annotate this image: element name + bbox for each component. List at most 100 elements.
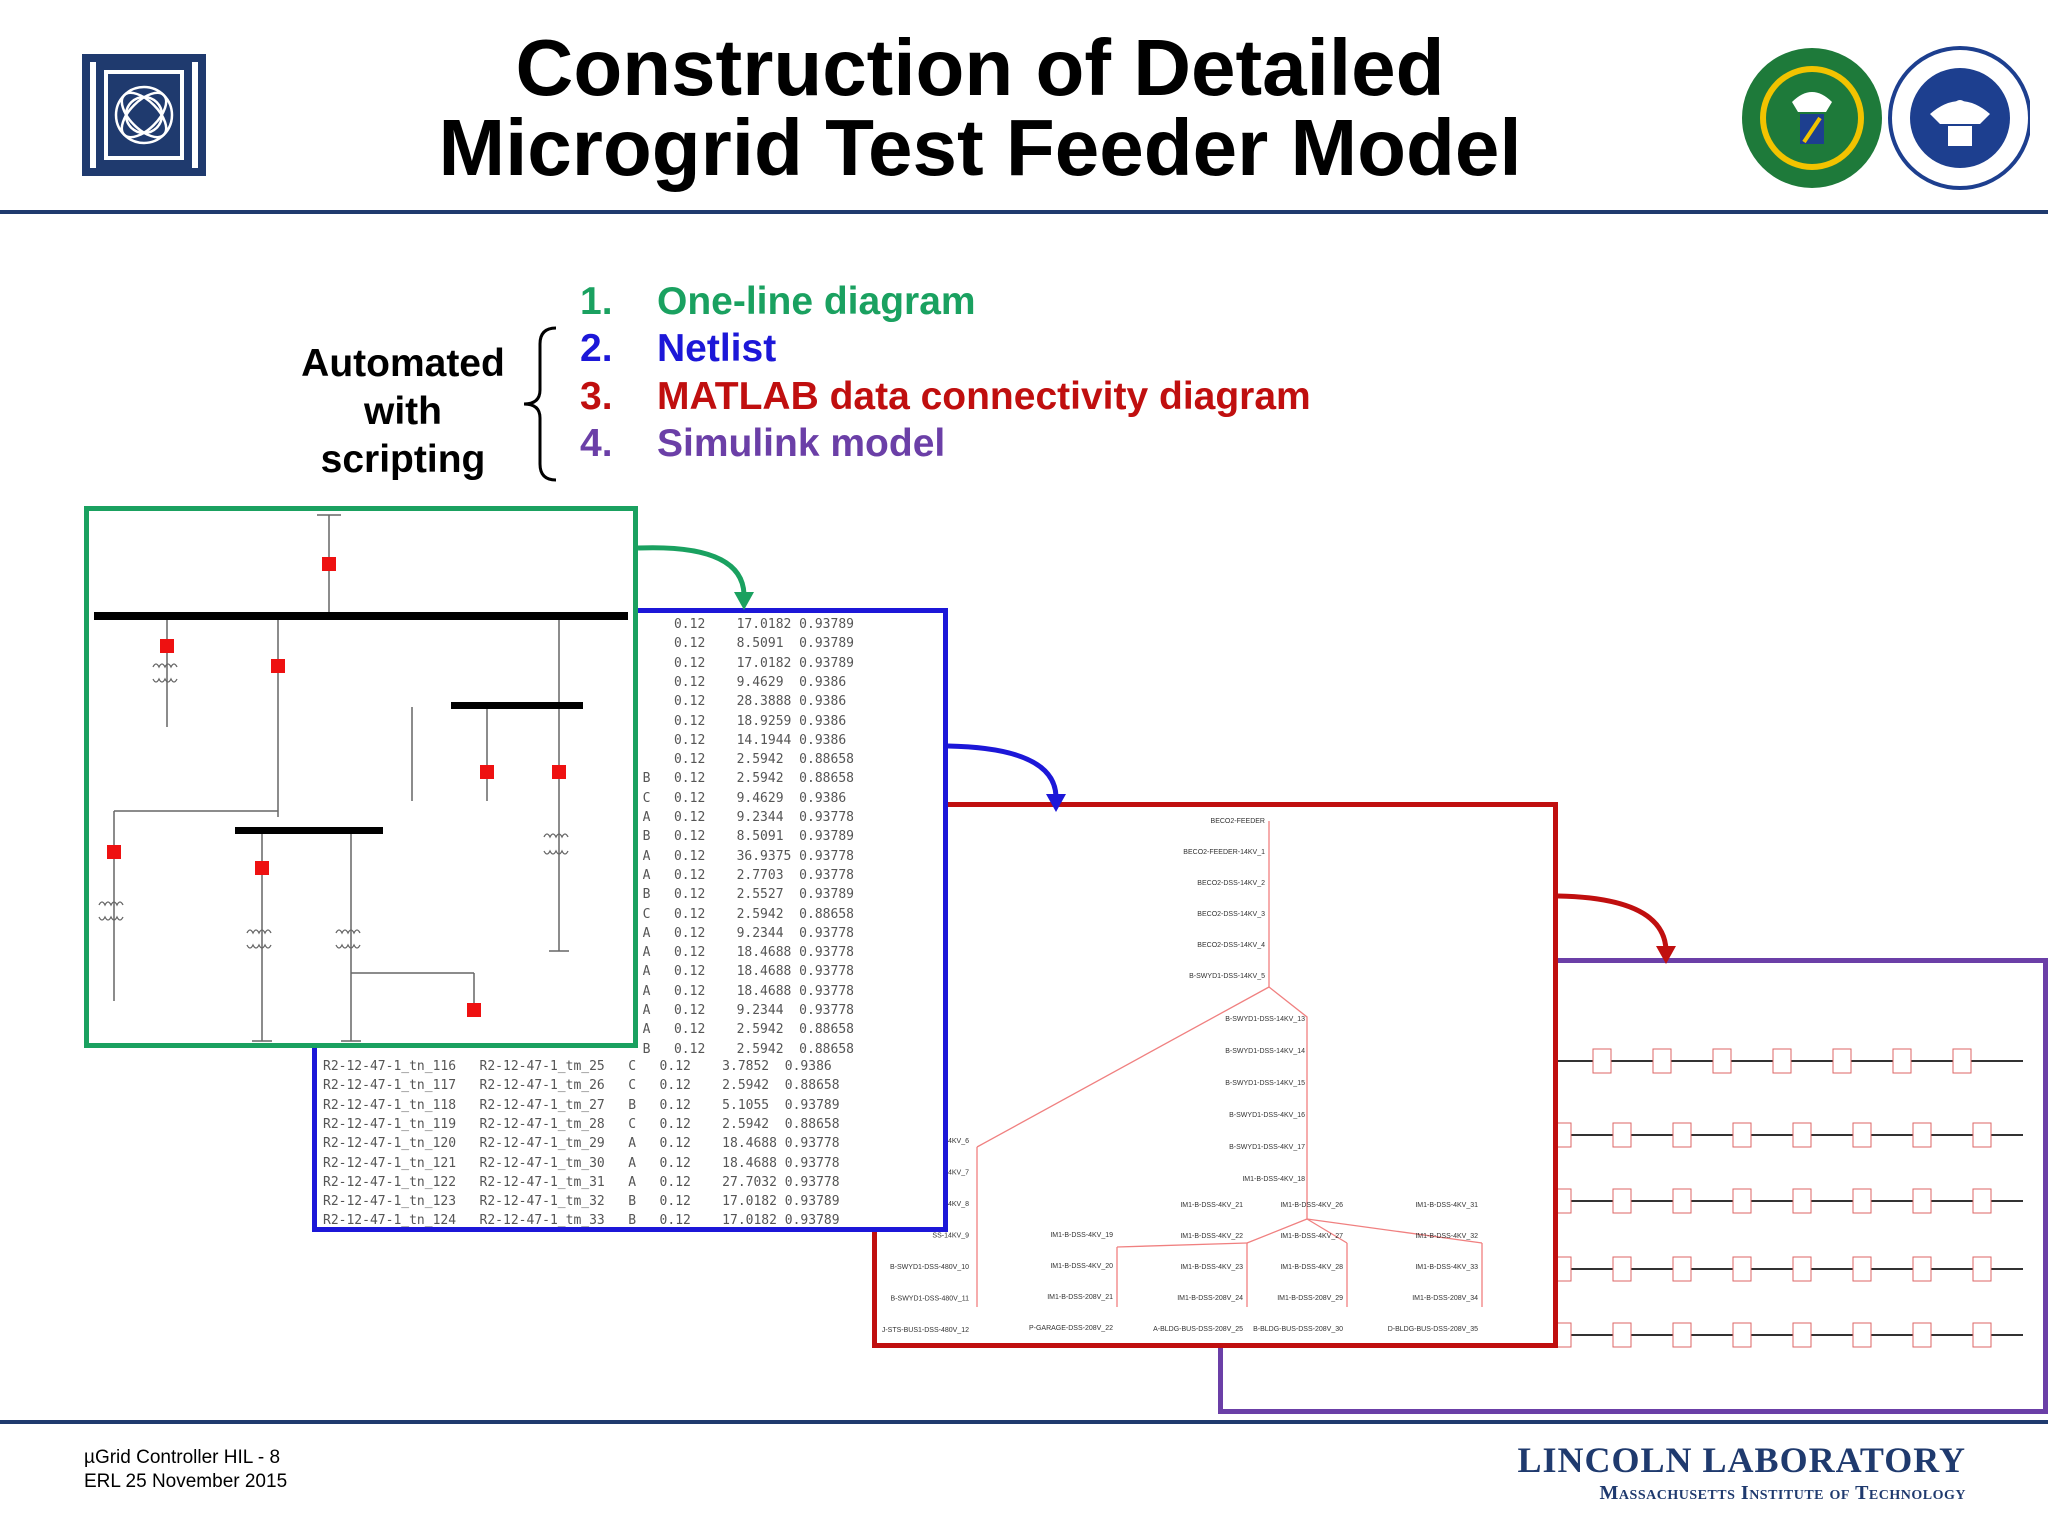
title-line-1: Construction of Detailed	[515, 23, 1445, 112]
node-label: D-BLDG-BUS-DSS-208V_35	[1388, 1326, 1478, 1333]
matlab-connectivity-graphic: BECO2-FEEDER BECO2-FEEDER-14KV_1BECO2-DSS…	[882, 818, 1483, 1334]
lab-name: LINCOLN LABORATORY	[1517, 1440, 1966, 1480]
node-label: IM1-B-DSS-4KV_21	[1180, 1202, 1243, 1209]
netlist-row: A 0.12 9.2344 0.93778	[627, 1003, 854, 1018]
footer-line-2: ERL 25 November 2015	[84, 1471, 288, 1492]
node-label: IM1-B-DSS-4KV_18	[1242, 1176, 1305, 1183]
breaker-icons	[107, 557, 566, 1017]
node-label: SS-14KV_9	[932, 1233, 969, 1240]
netlist-row: B 0.12 2.5942 0.88658	[627, 771, 854, 787]
node-label: IM1-B-DSS-4KV_23	[1180, 1264, 1243, 1271]
dhs-seal-icon	[1888, 46, 2030, 190]
node-label: B-SWYD1-DSS-14KV_15	[1225, 1080, 1305, 1087]
one-line-diagram-graphic	[94, 514, 628, 1042]
step-label: MATLAB data connectivity diagram	[657, 375, 1311, 418]
node-label: BECO2-DSS-14KV_3	[1197, 911, 1265, 918]
doe-seal-icon	[1742, 48, 1882, 188]
step-label: Netlist	[657, 327, 777, 370]
netlist-row: R2-12-47-1_tn_117 R2-12-47-1_tm_26 C 0.1…	[323, 1078, 840, 1094]
netlist-row: 0.12 28.3888 0.9386	[627, 694, 847, 710]
bracket-label-line: with	[364, 390, 442, 433]
step-one-line-diagram: 1.One-line diagram	[580, 278, 976, 326]
node-label: BECO2-FEEDER	[1211, 818, 1265, 825]
netlist-row: A 0.12 9.2344 0.93778	[627, 810, 854, 825]
netlist-row: A 0.12 18.4688 0.93778	[627, 964, 854, 980]
netlist-row: 0.12 17.0182 0.93789	[627, 655, 854, 671]
node-label: B-SWYD1-DSS-14KV_5	[1189, 973, 1265, 980]
netlist-row: R2-12-47-1_tn_118 R2-12-47-1_tm_27 B 0.1…	[323, 1097, 840, 1113]
node-label: B-SWYD1-DSS-14KV_13	[1225, 1016, 1305, 1023]
node-label: IM1-B-DSS-4KV_27	[1280, 1233, 1343, 1240]
step-netlist: 2.Netlist	[580, 325, 776, 373]
netlist-row: R2-12-47-1_tn_123 R2-12-47-1_tm_32 B 0.1…	[323, 1194, 840, 1210]
netlist-row: A 0.12 9.2344 0.93778	[627, 925, 854, 941]
node-label: BECO2-FEEDER-14KV_1	[1183, 849, 1265, 856]
step-matlab-diagram: 3. MATLAB data connectivity diagram	[580, 373, 1311, 421]
step-number: 1.	[580, 280, 613, 323]
netlist-row: A 0.12 18.4688 0.93778	[627, 983, 854, 999]
header-rule	[0, 210, 2048, 214]
netlist-row: B 0.12 8.5091 0.93789	[627, 829, 854, 845]
node-label: IM1-B-DSS-208V_24	[1177, 1295, 1243, 1302]
netlist-row: R2-12-47-1_tn_116 R2-12-47-1_tm_25 C 0.1…	[323, 1059, 832, 1074]
mit-logo	[82, 54, 206, 176]
simulink-row	[1473, 1188, 2023, 1214]
node-label: IM1-B-DSS-4KV_20	[1050, 1263, 1113, 1270]
node-label: P-GARAGE-DSS-208V_22	[1029, 1325, 1113, 1332]
node-label: B-SWYD1-DSS-4KV_16	[1229, 1112, 1305, 1119]
node-label: A-BLDG-BUS-DSS-208V_25	[1153, 1326, 1243, 1333]
node-label: J-STS-BUS1-DSS-480V_12	[882, 1327, 969, 1334]
netlist-row: R2-12-47-1_tn_121 R2-12-47-1_tm_30 A 0.1…	[323, 1155, 840, 1171]
netlist-row: B 0.12 2.5527 0.93789	[627, 887, 854, 903]
title-line-2: Microgrid Test Feeder Model	[438, 103, 1522, 192]
netlist-row: R2-12-47-1_tn_124 R2-12-47-1_tm_33 B 0.1…	[323, 1213, 840, 1229]
one-line-diagram-panel	[84, 506, 638, 1048]
netlist-row: B 0.12 2.5942 0.88658	[627, 1041, 854, 1057]
node-label: BECO2-DSS-14KV_4	[1197, 942, 1265, 949]
automated-with-scripting-label: Automated with scripting	[268, 340, 538, 484]
netlist-row: 0.12 17.0182 0.93789	[627, 617, 854, 632]
footer-rule	[0, 1420, 2048, 1424]
step-number: 3.	[580, 375, 613, 418]
node-label: IM1-B-DSS-208V_29	[1277, 1295, 1343, 1302]
step-number: 4.	[580, 422, 613, 465]
node-label: IM1-B-DSS-4KV_19	[1050, 1232, 1113, 1239]
netlist-row: 0.12 18.9259 0.9386	[627, 713, 847, 729]
netlist-row: C 0.12 9.4629 0.9386	[627, 790, 847, 806]
netlist-row: A 0.12 18.4688 0.93778	[627, 945, 854, 961]
netlist-row: 0.12 8.5091 0.93789	[627, 636, 854, 652]
node-label: B-BLDG-BUS-DSS-208V_30	[1253, 1326, 1343, 1333]
footer-slide-info: µGrid Controller HIL - 8 ERL 25 November…	[84, 1446, 287, 1494]
bracket-label-line: Automated	[301, 342, 505, 385]
node-label: SS-14KV_6	[932, 1138, 969, 1145]
bus-bars	[94, 612, 628, 834]
step-simulink-model: 4. Simulink model	[580, 420, 945, 468]
netlist-row: C 0.12 2.5942 0.88658	[627, 906, 854, 922]
node-label: IM1-B-DSS-208V_21	[1047, 1294, 1113, 1301]
netlist-row: A 0.12 2.5942 0.88658	[627, 1022, 854, 1038]
agency-seals	[1742, 46, 2030, 190]
node-label: SS-14KV_7	[932, 1170, 969, 1177]
netlist-row: 0.12 2.5942 0.88658	[627, 752, 854, 768]
bracket-label-line: scripting	[320, 438, 486, 481]
netlist-row: 0.12 9.4629 0.9386	[627, 674, 847, 690]
node-label: B-SWYD1-DSS-480V_11	[891, 1296, 970, 1303]
footer-line-1: µGrid Controller HIL - 8	[84, 1447, 281, 1468]
node-label: IM1-B-DSS-4KV_26	[1280, 1202, 1343, 1209]
curly-brace-icon	[523, 326, 557, 482]
netlist-row: R2-12-47-1_tn_120 R2-12-47-1_tm_29 A 0.1…	[323, 1136, 840, 1152]
node-label: IM1-B-DSS-4KV_31	[1415, 1202, 1478, 1209]
node-label: B-SWYD1-DSS-480V_10	[890, 1264, 969, 1271]
netlist-row: R2-12-47-1_tn_119 R2-12-47-1_tm_28 C 0.1…	[323, 1116, 840, 1132]
node-label: BECO2-DSS-14KV_2	[1197, 880, 1265, 887]
simulink-row	[1473, 1122, 2023, 1148]
node-label: B-SWYD1-DSS-14KV_14	[1225, 1048, 1305, 1055]
transformer-icon	[98, 663, 569, 949]
node-label: IM1-B-DSS-4KV_28	[1280, 1264, 1343, 1271]
netlist-row: R2-12-47-1_tn_122 R2-12-47-1_tm_31 A 0.1…	[323, 1174, 840, 1190]
netlist-row: A 0.12 36.9375 0.93778	[627, 848, 854, 864]
node-label: IM1-B-DSS-208V_34	[1412, 1295, 1478, 1302]
node-label: IM1-B-DSS-4KV_22	[1180, 1233, 1243, 1240]
step-label: Simulink model	[657, 422, 946, 465]
